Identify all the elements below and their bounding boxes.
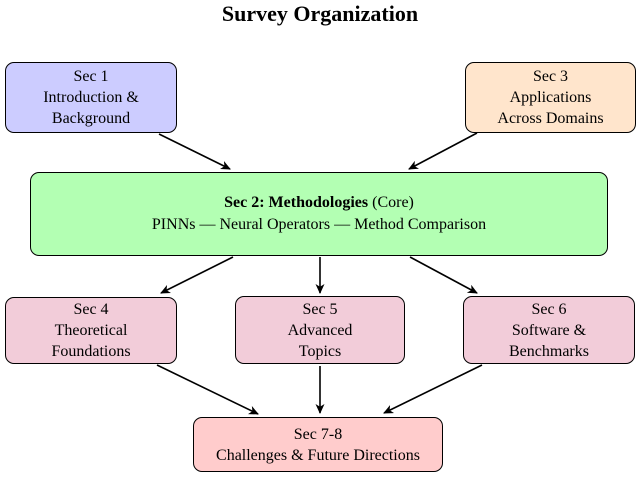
node-label-line: Benchmarks [509,342,589,360]
arrow-sec6-to-sec78 [383,364,483,414]
node-label-line: Advanced [287,321,353,339]
node-heading-tail: (Core) [372,194,414,211]
node-sec1-introduction-background: Sec 1 Introduction & Background [5,62,177,133]
node-sec3-applications: Sec 3 Applications Across Domains [465,62,636,133]
node-label-line: Sec 5 [302,300,338,318]
arrow-sec2-to-sec4 [160,256,234,294]
node-label-line: Sec 3 [532,68,569,85]
node-label-line: Background [51,110,131,127]
node-label-line: Sec 7-8 [293,425,343,443]
node-label-line: Introduction & [43,89,139,106]
arrow-sec2-to-sec6 [409,256,478,294]
node-sec2-methodologies-core: Sec 2: Methodologies (Core) PINNs — Neur… [30,172,608,256]
node-label-line: Topics [298,342,342,360]
node-sec6-software-benchmarks: Sec 6 Software & Benchmarks [463,296,635,364]
node-label-line: Theoretical [54,322,128,339]
node-label-line: Across Domains [497,110,604,127]
node-label-line: Applications [509,89,592,106]
node-subtitle: PINNs — Neural Operators — Method Compar… [151,216,487,233]
node-sec4-theoretical-foundations: Sec 4 Theoretical Foundations [5,297,177,364]
node-heading: Sec 2: Methodologies (Core) [224,192,414,214]
node-sec78-challenges-future-directions: Sec 7-8 Challenges & Future Directions [193,417,443,472]
arrow-sec3-to-sec2 [408,132,478,170]
node-label-line: Sec 1 [73,68,109,85]
node-label-line: Foundations [51,343,131,360]
node-label-line: Software & [511,321,587,339]
node-sec5-advanced-topics: Sec 5 Advanced Topics [235,296,405,364]
node-label-line: Sec 4 [73,301,109,318]
node-label-line: Sec 6 [531,300,567,318]
arrow-sec1-to-sec2 [158,133,231,170]
diagram-title: Survey Organization [221,1,419,26]
arrow-sec4-to-sec78 [156,364,259,415]
node-label-line: Challenges & Future Directions [216,446,420,464]
node-heading-bold: Sec 2: Methodologies [224,194,369,211]
